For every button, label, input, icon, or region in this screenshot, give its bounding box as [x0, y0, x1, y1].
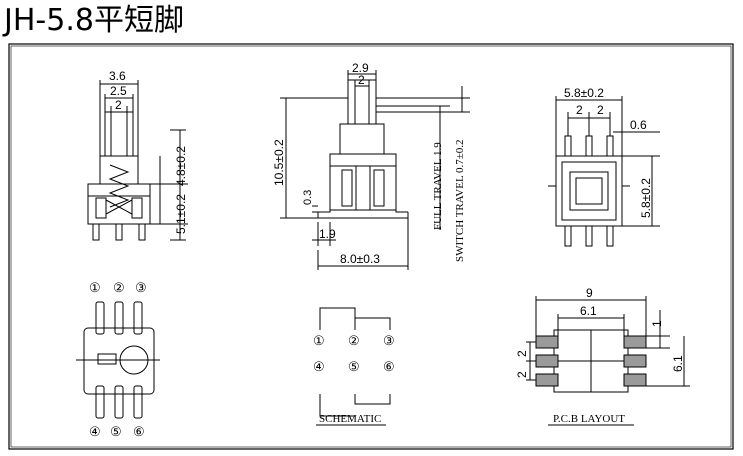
side-spring — [108, 164, 130, 208]
side-pin-3 — [138, 223, 146, 241]
front-dim-foot-offset: 1.9 — [319, 227, 336, 241]
pcb-dim-pitch-b: 2 — [515, 371, 529, 378]
front-view — [280, 70, 470, 270]
pin-view — [76, 301, 160, 419]
front-dim-total-height: 10.5±0.2 — [272, 139, 286, 186]
side-contact-left — [95, 197, 107, 219]
pin-label-6: ⑥ — [133, 424, 145, 439]
top-body — [555, 155, 623, 227]
top-dim-width: 5.8±0.2 — [564, 86, 604, 100]
front-dim-stem-inner: 2 — [358, 73, 365, 87]
pin-label-2: ② — [113, 280, 125, 295]
schematic-pin-2: ② — [348, 333, 360, 348]
pcb-pad-4 — [623, 335, 647, 349]
side-dim-height-lower: 5.1±0.2 — [174, 194, 188, 234]
top-button — [569, 171, 609, 211]
side-view — [87, 80, 188, 241]
pcb-pad-5 — [623, 354, 647, 368]
pcb-dim-pad: 1 — [650, 320, 664, 327]
pcb-pad-3 — [535, 373, 559, 387]
schematic-label: SCHEMATIC — [319, 413, 381, 425]
pin-view-body — [83, 327, 155, 395]
schematic-pin-6: ⑥ — [383, 359, 395, 374]
switch-travel-label: SWITCH TRAVEL 0.7±0.2 — [454, 139, 466, 262]
front-body — [329, 153, 397, 211]
front-dim-stem-width: 2.9 — [352, 61, 369, 75]
drawing-border — [8, 43, 734, 450]
side-dim-height-upper: 4.8±0.2 — [174, 146, 188, 186]
schematic — [316, 307, 391, 426]
pcb-label: P.C.B LAYOUT — [553, 413, 625, 425]
side-dim-top-mid: 2.5 — [110, 84, 127, 98]
pin-label-1: ① — [89, 280, 101, 295]
top-dim-pitch-a: 2 — [576, 103, 583, 117]
schematic-pin-5: ⑤ — [348, 359, 360, 374]
side-contact-right — [131, 197, 143, 219]
side-upper-body — [99, 155, 139, 185]
page-title: JH-5.8平短脚 — [4, 3, 184, 38]
side-dim-top-outer: 3.6 — [109, 69, 126, 83]
top-dim-height: 5.8±0.2 — [639, 178, 653, 218]
side-dim-top-inner: 2 — [115, 98, 122, 112]
pcb-pad-2 — [535, 354, 559, 368]
top-dim-pin: 0.6 — [630, 118, 647, 132]
full-travel-label: FULL TRAVEL 1.9 — [432, 142, 444, 230]
schematic-pin-3: ③ — [383, 333, 395, 348]
pcb-dim-inner: 6.1 — [580, 304, 597, 318]
front-stem-base — [339, 123, 385, 155]
pcb-dim-outer: 9 — [586, 286, 593, 300]
top-view — [548, 96, 660, 247]
side-stem — [104, 111, 134, 157]
pin-label-5: ⑤ — [110, 424, 122, 439]
schematic-pin-4: ④ — [313, 359, 325, 374]
schematic-pin-1: ① — [313, 333, 325, 348]
pcb-dim-height: 6.1 — [671, 355, 685, 372]
pcb-pad-6 — [623, 373, 647, 387]
pcb-layout — [526, 296, 690, 426]
schematic-line-top — [319, 307, 356, 330]
pcb-dim-pitch-a: 2 — [515, 350, 529, 357]
front-dim-body-width: 8.0±0.3 — [340, 252, 380, 266]
front-dim-foot-height: 0.3 — [302, 190, 314, 205]
top-dim-pitch-b: 2 — [597, 103, 604, 117]
side-pin-1 — [92, 223, 100, 241]
pin-label-3: ③ — [135, 280, 147, 295]
pin-view-slot — [97, 353, 117, 365]
pin-label-4: ④ — [89, 424, 101, 439]
side-pin-2 — [115, 223, 123, 241]
drawing-border-inner — [10, 45, 732, 448]
pcb-pad-1 — [535, 335, 559, 349]
